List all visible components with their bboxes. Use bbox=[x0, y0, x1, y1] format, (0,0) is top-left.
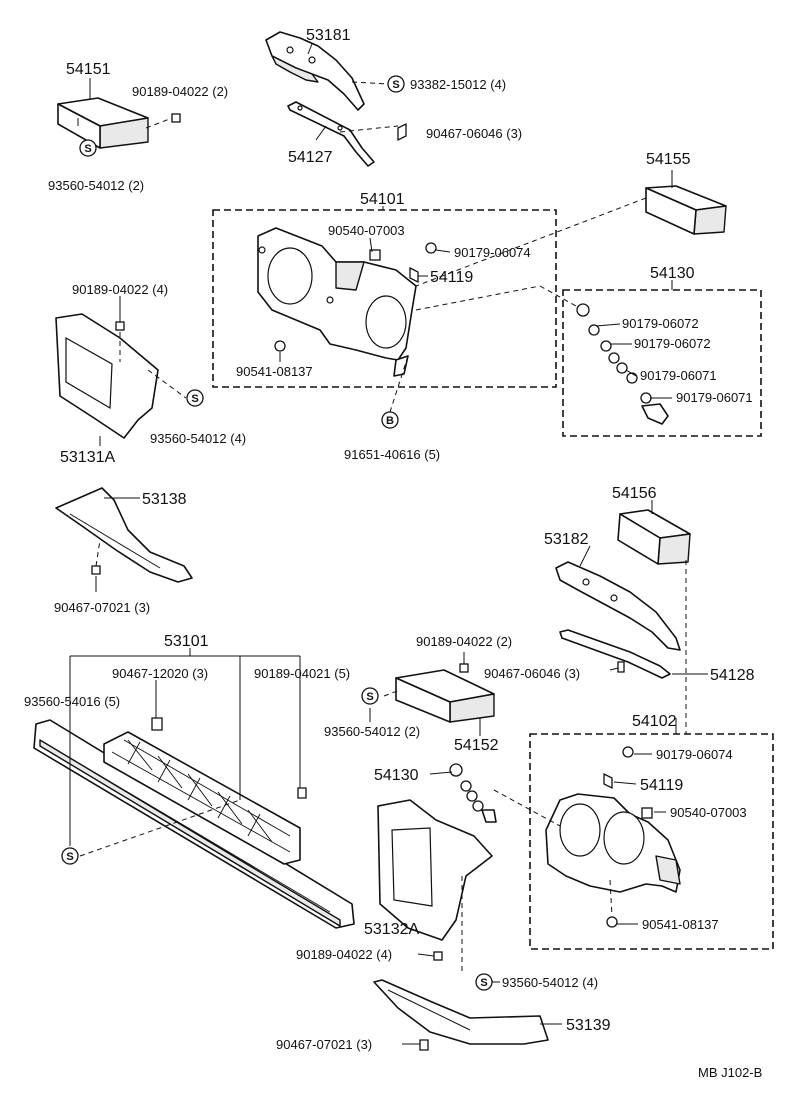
leader-lines bbox=[69, 43, 708, 1045]
label-90179-06072-a: 90179-06072 bbox=[622, 316, 699, 331]
label-90467-12020: 90467-12020 (3) bbox=[112, 666, 208, 681]
part-53139-seal bbox=[373, 979, 549, 1045]
label-90540-07003-a: 90540-07003 bbox=[328, 223, 405, 238]
label-90467-06046-b: 90467-06046 (3) bbox=[484, 666, 580, 681]
label-54130-b: 54130 bbox=[374, 767, 419, 784]
group-box-54101 bbox=[212, 209, 557, 388]
label-90189-04022-a: 90189-04022 (2) bbox=[132, 84, 228, 99]
label-53132A: 53132A bbox=[364, 921, 419, 938]
part-54156-plate bbox=[617, 509, 691, 565]
part-54102-housing bbox=[545, 793, 681, 893]
label-54102: 54102 bbox=[632, 713, 677, 730]
label-54152: 54152 bbox=[454, 737, 499, 754]
label-90189-04022-c: 90189-04022 (2) bbox=[416, 634, 512, 649]
part-54128-strip bbox=[559, 629, 671, 679]
screw-symbol-text: S bbox=[366, 691, 373, 703]
label-93382-15012: 93382-15012 (4) bbox=[410, 77, 506, 92]
label-54119-b: 54119 bbox=[640, 777, 683, 794]
group-box-54102 bbox=[529, 733, 774, 950]
label-53101: 53101 bbox=[164, 633, 209, 650]
screw-symbol-3: S bbox=[186, 389, 204, 407]
label-54151: 54151 bbox=[66, 61, 111, 78]
part-54151-plate bbox=[57, 97, 149, 149]
label-90467-07021-b: 90467-07021 (3) bbox=[276, 1037, 372, 1052]
label-93560-54012-a: 93560-54012 (2) bbox=[48, 178, 144, 193]
label-54130-a: 54130 bbox=[650, 265, 695, 282]
bolt-symbol-text: B bbox=[386, 415, 394, 427]
screw-symbol-4: S bbox=[361, 687, 379, 705]
label-54156: 54156 bbox=[612, 485, 657, 502]
label-90189-04022-b: 90189-04022 (4) bbox=[72, 282, 168, 297]
label-90189-04021: 90189-04021 (5) bbox=[254, 666, 350, 681]
label-53139: 53139 bbox=[566, 1017, 611, 1034]
label-53131A: 53131A bbox=[60, 449, 115, 466]
part-54130-chain bbox=[576, 303, 669, 425]
label-90179-06074-b: 90179-06074 bbox=[656, 747, 733, 762]
bolt-symbol: B bbox=[381, 411, 399, 429]
screw-symbol-text: S bbox=[392, 79, 399, 91]
fasteners bbox=[91, 113, 653, 1051]
part-labels: 54151 53181 90189-04022 (2) 93382-15012 … bbox=[24, 27, 762, 1080]
screw-symbol-5: S bbox=[61, 847, 79, 865]
label-53182: 53182 bbox=[544, 531, 589, 548]
screw-symbol-text: S bbox=[191, 393, 198, 405]
label-54128: 54128 bbox=[710, 667, 755, 684]
group-box-54130 bbox=[562, 289, 762, 437]
part-53101-grille bbox=[33, 719, 355, 929]
label-93560-54012-b: 93560-54012 (4) bbox=[150, 431, 246, 446]
label-91651-40616: 91651-40616 (5) bbox=[344, 447, 440, 462]
label-90467-07021-a: 90467-07021 (3) bbox=[54, 600, 150, 615]
label-90179-06071-b: 90179-06071 bbox=[676, 390, 753, 405]
screw-symbol-text: S bbox=[66, 851, 73, 863]
screw-symbol-text: S bbox=[84, 143, 91, 155]
part-53131A-bezel bbox=[55, 313, 159, 439]
label-90179-06071-a: 90179-06071 bbox=[640, 368, 717, 383]
label-93560-54012-d: 93560-54012 (4) bbox=[502, 975, 598, 990]
part-54101-housing bbox=[257, 227, 417, 377]
screw-symbol-text: S bbox=[480, 977, 487, 989]
label-90540-07003-b: 90540-07003 bbox=[670, 805, 747, 820]
label-90179-06074-a: 90179-06074 bbox=[454, 245, 531, 260]
label-93560-54012-c: 93560-54012 (2) bbox=[324, 724, 420, 739]
label-53138: 53138 bbox=[142, 491, 187, 508]
label-90467-06046-a: 90467-06046 (3) bbox=[426, 126, 522, 141]
label-54101: 54101 bbox=[360, 191, 405, 208]
screw-symbol-1: S bbox=[79, 139, 97, 157]
screw-symbol-2: S bbox=[387, 75, 405, 93]
label-90541-08137-b: 90541-08137 bbox=[642, 917, 719, 932]
part-53182-bracket bbox=[555, 561, 681, 651]
part-54127-strip bbox=[287, 101, 375, 167]
screw-symbol-6: S bbox=[475, 973, 493, 991]
part-53181-bracket bbox=[265, 31, 365, 111]
label-54119-a: 54119 bbox=[430, 269, 473, 286]
label-54155: 54155 bbox=[646, 151, 691, 168]
label-90189-04022-d: 90189-04022 (4) bbox=[296, 947, 392, 962]
part-54152-plate bbox=[395, 669, 495, 723]
label-53181: 53181 bbox=[306, 27, 351, 44]
diagram-reference: MB J102-B bbox=[698, 1065, 762, 1080]
label-93560-54016: 93560-54016 (5) bbox=[24, 694, 120, 709]
label-90541-08137-a: 90541-08137 bbox=[236, 364, 313, 379]
part-54155-plate bbox=[645, 185, 727, 235]
label-90179-06072-b: 90179-06072 bbox=[634, 336, 711, 351]
part-54130-chain-lower bbox=[449, 763, 497, 823]
part-53132A-bezel bbox=[377, 799, 493, 941]
label-54127: 54127 bbox=[288, 149, 333, 166]
